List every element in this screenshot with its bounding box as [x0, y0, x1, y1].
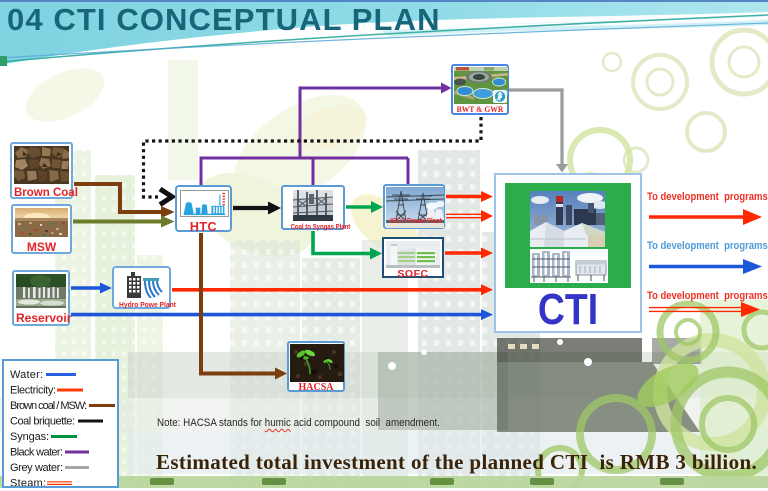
svg-text:Black water:: Black water: — [10, 447, 63, 459]
svg-text:Grey water:: Grey water: — [10, 462, 63, 474]
svg-text:Water:: Water: — [10, 369, 43, 381]
svg-text:Electricity:: Electricity: — [10, 385, 56, 397]
svg-text:Syngas:: Syngas: — [10, 431, 49, 443]
svg-text:Brown coal / MSW:: Brown coal / MSW: — [10, 400, 87, 412]
svg-text:Coal briquette:: Coal briquette: — [10, 416, 75, 428]
svg-text:Steam:: Steam: — [10, 478, 46, 487]
